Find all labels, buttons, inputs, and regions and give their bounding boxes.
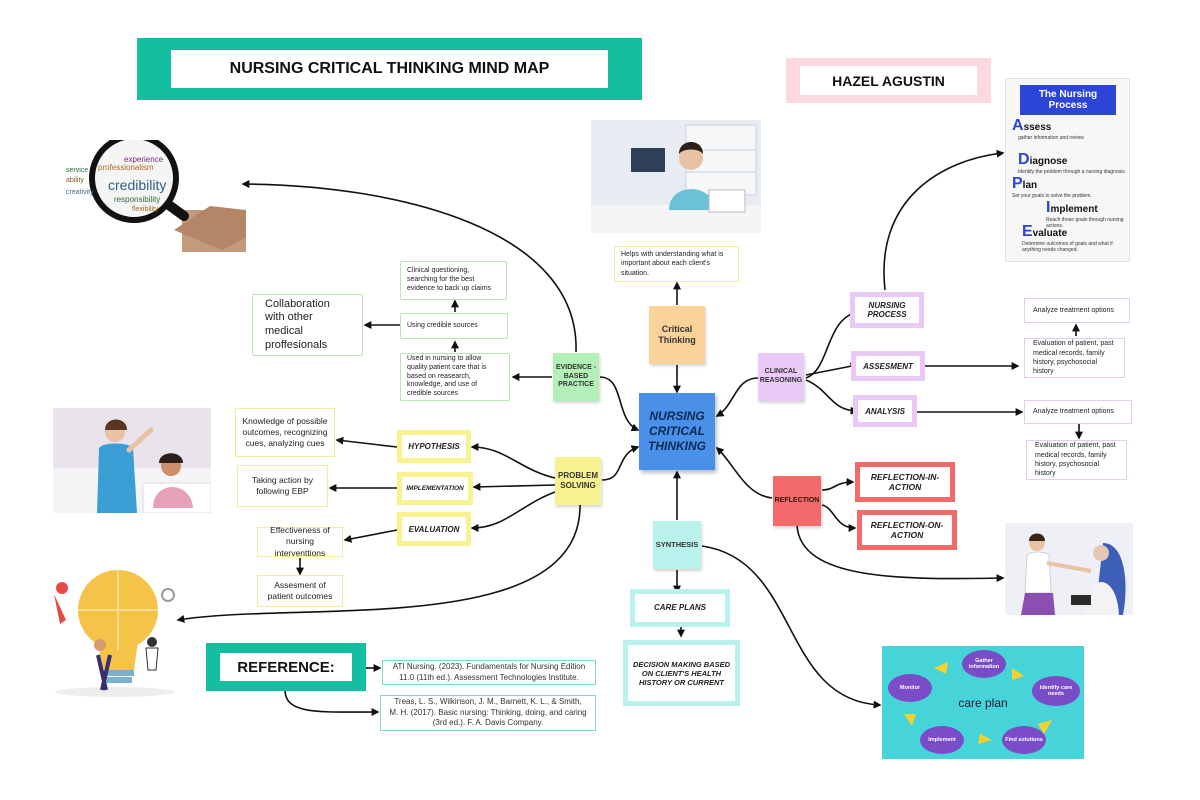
decision-making-node[interactable]: DECISION MAKING BASED ON CLIENT'S HEALTH…	[623, 640, 740, 706]
nursing-process-poster: The Nursing Process Assess gather inform…	[1005, 78, 1130, 262]
synthesis-node[interactable]: SYNTHESIS	[653, 521, 701, 569]
reflection-node[interactable]: REFLECTION	[773, 476, 821, 526]
title-banner: NURSING CRITICAL THINKING MIND MAP	[137, 38, 642, 100]
author-banner: HAZEL AGUSTIN	[786, 58, 991, 103]
reference-label-box: REFERENCE:	[206, 643, 366, 691]
credibility-word-professionalism: professionalism	[98, 163, 154, 172]
credibility-word-main: credibility	[108, 177, 166, 193]
poster-word-evaluate: valuate	[1032, 228, 1068, 239]
care-plans-node[interactable]: CARE PLANS	[630, 589, 730, 627]
nursing-process-label: NURSING PROCESS	[855, 297, 919, 323]
analysis-sub-box: Evaluation of patient, past medical reco…	[1026, 440, 1127, 480]
poster-step-implement: Implement Reach those goals through nurs…	[1046, 199, 1130, 229]
nursing-process-node[interactable]: NURSING PROCESS	[850, 292, 924, 328]
poster-title: The Nursing Process	[1020, 85, 1116, 115]
ebp-definition-box: Used in nursing to allow quality patient…	[400, 353, 510, 401]
clinical-reasoning-node[interactable]: CLINICAL REASONING	[758, 353, 804, 401]
reflection-in-action-node[interactable]: REFLECTION-IN-ACTION	[855, 462, 955, 502]
care-plans-label: CARE PLANS	[635, 594, 725, 622]
analysis-detail-box: Analyze treatment options	[1024, 400, 1132, 424]
center-node[interactable]: NURSING CRITICAL THINKING	[639, 393, 715, 470]
ebp-credible-sources-box: Using credible sources	[400, 313, 508, 339]
reference-label: REFERENCE:	[220, 653, 352, 681]
nurse-patient-photo	[53, 408, 212, 514]
evaluation-sub-box: Assesment of patient outcomes	[257, 575, 343, 607]
reference-item-2: Treas, L. S., Wilkinson, J. M., Barnett,…	[380, 695, 596, 731]
credibility-word-service: service	[66, 167, 88, 174]
cycle-step-implement: Implement	[920, 726, 964, 754]
credibility-word-responsibility: responsibility	[114, 195, 160, 204]
author-name: HAZEL AGUSTIN	[800, 66, 977, 95]
credibility-word-ability: ability	[66, 177, 84, 184]
assesment-node[interactable]: ASSESMENT	[851, 351, 925, 381]
poster-word-diagnose: iagnose	[1029, 156, 1068, 167]
problem-solving-node[interactable]: PROBLEM SOLVING	[555, 457, 601, 505]
poster-letter-p: P	[1012, 175, 1023, 192]
credibility-word-experience: experience	[124, 155, 164, 164]
analysis-label: ANALYSIS	[858, 400, 912, 422]
credibility-magnifier-image: service ability creativity experience pr…	[62, 133, 246, 252]
hypothesis-detail-box: Knowledge of possible outcomes, recogniz…	[235, 408, 335, 457]
nurse-computer-photo	[591, 120, 761, 233]
poster-desc-diagnose: Identify the problem through a nursing d…	[1018, 169, 1127, 175]
page-title: NURSING CRITICAL THINKING MIND MAP	[171, 50, 608, 88]
reflection-in-action-label: REFLECTION-IN-ACTION	[860, 467, 950, 497]
ebp-collaboration-box: Collaboration with other medical proffes…	[252, 294, 363, 356]
assesment-label: ASSESMENT	[856, 356, 920, 376]
care-plan-cycle: Gather information Identify care needs F…	[882, 646, 1084, 759]
cycle-step-identify: Identify care needs	[1032, 676, 1080, 706]
hypothesis-node[interactable]: HYPOTHESIS	[397, 430, 471, 463]
decision-making-label: DECISION MAKING BASED ON CLIENT'S HEALTH…	[628, 645, 735, 701]
evidence-based-practice-node[interactable]: EVIDENCE -BASED PRACTICE	[553, 353, 599, 401]
poster-step-plan: Plan Set your goals to solve the problem…	[1012, 175, 1128, 199]
implementation-node[interactable]: IMPLEMENTATION	[397, 472, 473, 505]
poster-step-diagnose: Diagnose Identify the problem through a …	[1018, 151, 1128, 175]
credibility-word-creativity: creativity	[66, 189, 94, 196]
evaluation-label: EVALUATION	[402, 517, 466, 541]
reflection-on-action-label: REFLECTION-ON-ACTION	[862, 515, 952, 545]
poster-desc-implement: Reach those goals through nursing action…	[1046, 217, 1124, 229]
poster-desc-assess: gather information and review	[1018, 135, 1084, 141]
ebp-clinical-questioning-box: Clinical questioning, searching for the …	[400, 261, 507, 300]
poster-desc-evaluate: Determine outcomes of goals and what if …	[1022, 241, 1113, 253]
evaluation-node[interactable]: EVALUATION	[397, 512, 471, 546]
cycle-step-monitor: Monitor	[888, 674, 932, 702]
poster-word-plan: lan	[1022, 180, 1038, 191]
poster-letter-d: D	[1018, 151, 1030, 168]
poster-letter-a: A	[1012, 117, 1024, 134]
evaluation-detail-box: Effectiveness of nursing interventtions	[257, 525, 343, 558]
implementation-detail-box: Taking action by following EBP	[237, 465, 328, 507]
poster-word-assess: ssess	[1023, 122, 1052, 133]
reflection-on-action-node[interactable]: REFLECTION-ON-ACTION	[857, 510, 957, 550]
poster-step-evaluate: Evaluate Determine outcomes of goals and…	[1022, 223, 1128, 253]
cycle-step-gather: Gather information	[962, 650, 1006, 678]
implementation-label: IMPLEMENTATION	[402, 477, 468, 500]
analysis-node[interactable]: ANALYSIS	[853, 395, 917, 427]
poster-letter-i: I	[1046, 199, 1051, 216]
poster-word-implement: mplement	[1050, 204, 1098, 215]
assesment-detail-box: Evaluation of patient, past medical reco…	[1024, 338, 1125, 378]
poster-letter-e: E	[1022, 223, 1033, 240]
poster-desc-plan: Set your goals to solve the problem.	[1012, 193, 1092, 199]
assesment-top-box: Analyze treatment options	[1024, 298, 1130, 323]
hypothesis-label: HYPOTHESIS	[402, 435, 466, 458]
critical-thinking-description: Helps with understanding what is importa…	[614, 246, 739, 282]
credibility-word-flexibility: flexibility	[132, 206, 159, 213]
cycle-center-label: care plan	[958, 696, 1008, 710]
cycle-step-solutions: Find solutions	[1002, 726, 1046, 754]
nurse-elderly-patient-photo	[1005, 523, 1133, 615]
reference-item-1: ATI Nursing. (2023). Fundamentals for Nu…	[382, 660, 596, 685]
poster-step-assess: Assess gather information and review	[1012, 117, 1128, 141]
critical-thinking-node[interactable]: Critical Thinking	[649, 306, 705, 364]
lightbulb-puzzle-illustration	[40, 560, 185, 700]
